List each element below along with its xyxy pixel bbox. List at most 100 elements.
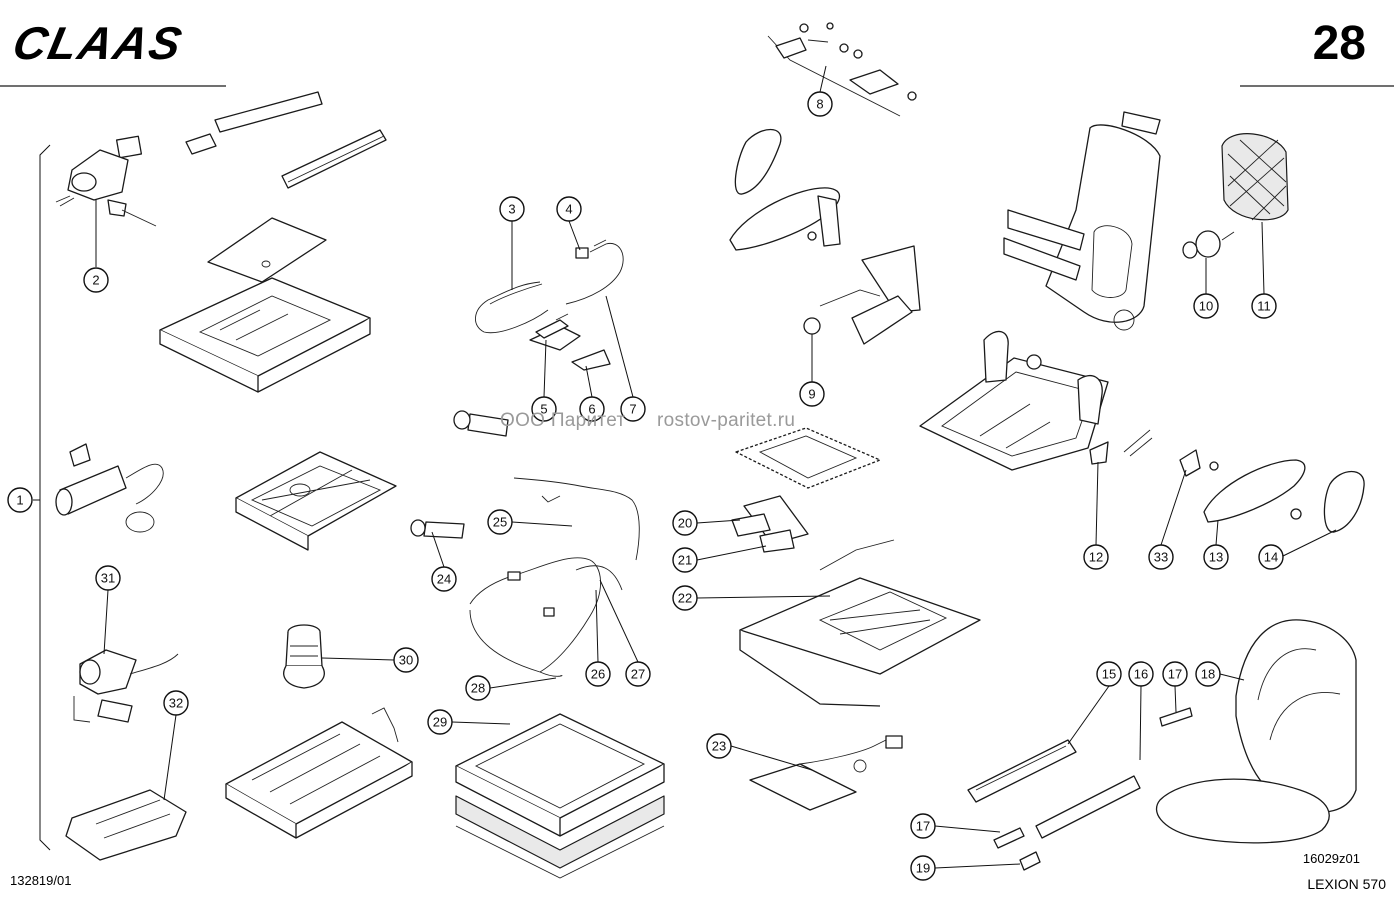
svg-text:29: 29 (433, 715, 447, 730)
part-small-brackets (1089, 429, 1219, 477)
page-number: 28 (1312, 17, 1366, 70)
part-bowden-cable (475, 281, 549, 334)
part-lumbar-pad (1221, 133, 1289, 221)
callout-10: 10 (1193, 293, 1219, 319)
part-backrest-frame (1003, 111, 1161, 331)
part-side-bracket (803, 245, 921, 345)
svg-text:25: 25 (493, 515, 507, 530)
callout-28: 28 (465, 675, 491, 701)
part-switch-plate (749, 735, 903, 811)
svg-text:1: 1 (16, 493, 23, 508)
callout-5: 5 (531, 396, 557, 422)
part-motor-bracket (55, 135, 157, 227)
svg-text:21: 21 (678, 553, 692, 568)
part-valve (73, 649, 179, 723)
figure-number: 16029z01 (1302, 851, 1360, 866)
svg-text:22: 22 (678, 591, 692, 606)
svg-text:17: 17 (1168, 667, 1182, 682)
watermark-website: rostov-paritet.ru (657, 410, 796, 431)
part-seat-cushion (1155, 619, 1357, 844)
callout-3: 3 (499, 196, 525, 222)
part-armrest-left (729, 129, 841, 251)
part-seat-cushion-box (455, 713, 665, 879)
callout-18: 18 (1195, 661, 1221, 687)
part-seat-pan (919, 330, 1109, 471)
svg-text:20: 20 (678, 516, 692, 531)
svg-text:31: 31 (101, 571, 115, 586)
svg-text:19: 19 (916, 861, 930, 876)
part-cushion-mold (731, 427, 881, 553)
part-lift-mechanism (235, 451, 397, 551)
callout-22: 22 (672, 585, 698, 611)
callout-21: 21 (672, 547, 698, 573)
part-release-cable (565, 239, 624, 305)
group-bracket (39, 144, 51, 851)
callout-2: 2 (83, 267, 109, 293)
part-knob (1182, 230, 1235, 259)
callout-17-top: 17 (1162, 661, 1188, 687)
part-armrest-right (1203, 459, 1365, 533)
part-handle (529, 313, 611, 371)
callout-15: 15 (1096, 661, 1122, 687)
svg-text:32: 32 (169, 696, 183, 711)
svg-text:16: 16 (1134, 667, 1148, 682)
callout-27: 27 (625, 661, 651, 687)
callout-24: 24 (431, 566, 457, 592)
callout-14: 14 (1258, 544, 1284, 570)
leader-lines (33, 65, 1337, 869)
callout-11: 11 (1251, 293, 1277, 319)
callout-4: 4 (556, 196, 582, 222)
callout-20: 20 (672, 510, 698, 536)
callout-26: 26 (585, 661, 611, 687)
part-bag (65, 789, 187, 861)
svg-text:14: 14 (1264, 550, 1278, 565)
callout-17-bottom: 17 (910, 813, 936, 839)
model-name: LEXION 570 (1307, 876, 1386, 892)
svg-text:8: 8 (816, 97, 823, 112)
svg-text:18: 18 (1201, 667, 1215, 682)
svg-text:33: 33 (1154, 550, 1168, 565)
svg-text:26: 26 (591, 667, 605, 682)
part-damper (410, 410, 509, 539)
callout-7: 7 (620, 396, 646, 422)
part-top-rails (185, 91, 387, 189)
svg-text:2: 2 (92, 273, 99, 288)
callout-13: 13 (1203, 544, 1229, 570)
callout-12: 12 (1083, 544, 1109, 570)
svg-text:6: 6 (588, 402, 595, 417)
svg-text:24: 24 (437, 572, 451, 587)
svg-text:17: 17 (916, 819, 930, 834)
svg-text:4: 4 (565, 202, 572, 217)
callout-29: 29 (427, 709, 453, 735)
svg-text:15: 15 (1102, 667, 1116, 682)
svg-text:27: 27 (631, 667, 645, 682)
drawing-number: 132819/01 (10, 873, 72, 888)
callout-23: 23 (706, 733, 732, 759)
part-base-frame (225, 707, 413, 839)
svg-text:10: 10 (1199, 299, 1213, 314)
part-slide-rails (967, 707, 1193, 871)
svg-text:3: 3 (508, 202, 515, 217)
callout-1: 1 (7, 487, 33, 513)
callout-31: 31 (95, 565, 121, 591)
callout-6: 6 (579, 396, 605, 422)
svg-text:12: 12 (1089, 550, 1103, 565)
callout-9: 9 (799, 381, 825, 407)
part-lever-assembly (767, 22, 917, 117)
svg-text:23: 23 (712, 739, 726, 754)
svg-text:11: 11 (1257, 299, 1271, 314)
svg-text:28: 28 (471, 681, 485, 696)
part-seat-base-plate (739, 539, 981, 707)
watermark: ООО Паритет rostov-paritet.ru (500, 410, 821, 432)
callout-33: 33 (1148, 544, 1174, 570)
part-wiring-harness (469, 477, 640, 677)
svg-text:7: 7 (629, 402, 636, 417)
callout-8: 8 (807, 91, 833, 117)
callout-32: 32 (163, 690, 189, 716)
watermark-company: ООО Паритет (500, 410, 626, 431)
callout-30: 30 (393, 647, 419, 673)
svg-text:30: 30 (399, 653, 413, 668)
callout-16: 16 (1128, 661, 1154, 687)
